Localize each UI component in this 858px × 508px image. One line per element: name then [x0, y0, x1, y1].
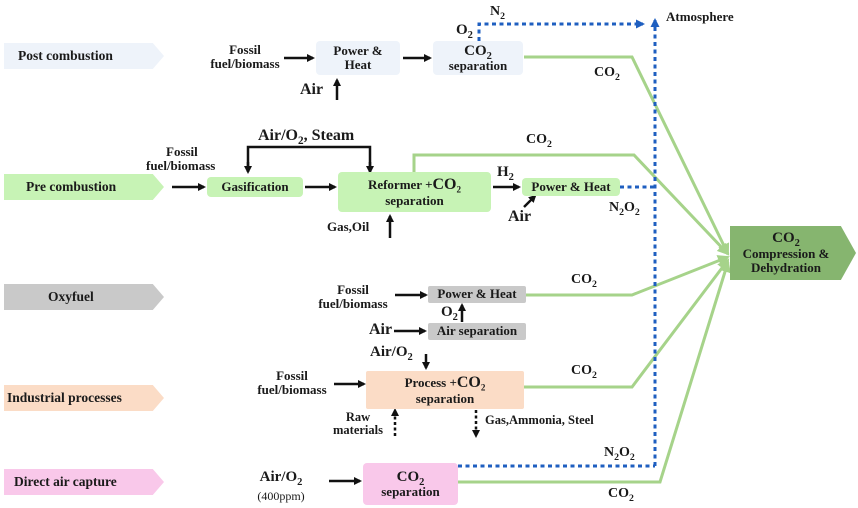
ind-raw-materials-label: Raw materials	[333, 410, 383, 438]
ind-products-label: Gas,Ammonia, Steel	[485, 413, 594, 427]
co2-compression-dehydration-box: CO2 Compression & Dehydration	[730, 226, 856, 280]
post-air-label: Air	[300, 81, 324, 98]
oxy-o2-label: O2	[441, 304, 458, 323]
gasification-box: Gasification	[207, 177, 303, 197]
pre-air-label: Air	[508, 208, 532, 225]
category-post-combustion: Post combustion	[4, 43, 164, 69]
post-co2-output-label: CO2	[594, 65, 620, 83]
pre-air-o2-steam-label: Air/O2, Steam	[258, 127, 355, 148]
dac-n2o2-label: N2O2	[604, 445, 635, 463]
dac-co2-line	[458, 260, 731, 484]
dac-co2-separation-box: CO2 separation	[363, 463, 458, 505]
category-direct-air-capture: Direct air capture	[4, 469, 164, 495]
ind-fuel-label: Fossil fuel/biomass	[257, 368, 327, 397]
pre-n2o2-label: N2O2	[609, 200, 640, 218]
category-pre-combustion: Pre combustion	[4, 174, 164, 200]
reformer-box: Reformer +CO2 separation	[338, 172, 491, 212]
post-vent-line	[477, 19, 645, 41]
category-industrial-processes: Industrial processes	[4, 385, 164, 411]
ind-co2-label: CO2	[571, 363, 597, 381]
pre-steam-bracket	[246, 145, 372, 171]
process-box: Process +CO2 separation	[366, 371, 524, 409]
dac-co2-label: CO2	[608, 486, 634, 504]
ind-co2-line	[524, 258, 730, 389]
air-separation-box: Air separation	[428, 323, 526, 340]
pre-co2-line	[412, 153, 730, 256]
oxy-air-label: Air	[369, 321, 393, 338]
post-co2-line	[524, 55, 730, 256]
post-power-heat-box: Power & Heat	[316, 41, 400, 75]
dac-air-label: Air/O2 (400ppm)	[257, 469, 305, 503]
oxy-co2-label: CO2	[571, 272, 597, 290]
pre-air-arrow	[523, 194, 537, 208]
atmosphere-label: Atmosphere	[666, 9, 734, 24]
pre-h2-label: H2	[497, 164, 514, 183]
post-co2-separation-box: CO2 separation	[433, 41, 523, 75]
post-n2-label: N2	[490, 4, 506, 22]
ind-air-o2-label: Air/O2	[370, 344, 413, 363]
category-oxyfuel: Oxyfuel	[4, 284, 164, 310]
post-fuel-label: Fossil fuel/biomass	[210, 42, 280, 71]
oxy-power-heat-box: Power & Heat	[428, 286, 526, 303]
oxy-fuel-label: Fossil fuel/biomass	[318, 282, 388, 311]
pre-gas-oil-label: Gas,Oil	[327, 219, 370, 234]
pre-power-heat-box: Power & Heat	[522, 178, 620, 196]
pre-fuel-label: Fossil fuel/biomass	[146, 144, 216, 173]
pre-co2-label: CO2	[526, 132, 552, 150]
post-o2-label: O2	[456, 22, 473, 41]
oxy-co2-line	[526, 255, 730, 297]
